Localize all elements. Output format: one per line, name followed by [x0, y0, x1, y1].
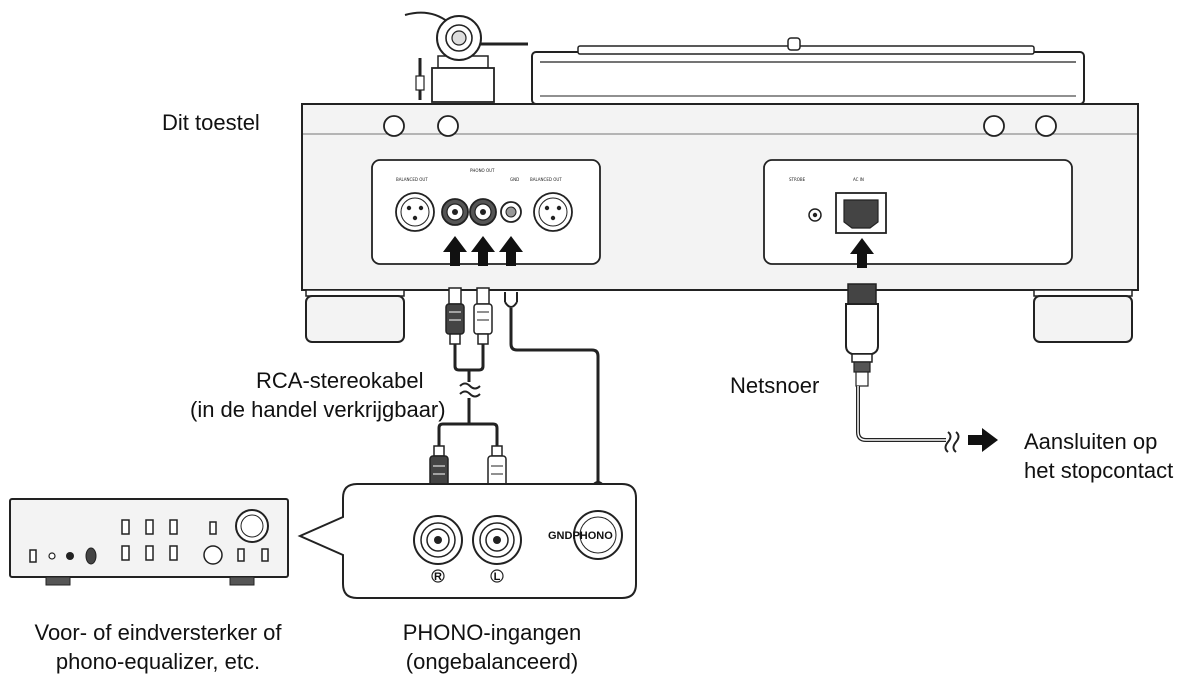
rca-cable-label-line1: RCA-stereokabel — [256, 368, 424, 393]
phono-inputs-label-line2: (ongebalanceerd) — [405, 649, 579, 674]
jack-l-label: L — [494, 571, 501, 583]
rca-plug-top-left — [445, 287, 465, 345]
outlet-arrow-icon — [968, 428, 998, 452]
amplifier-front-controls — [29, 547, 97, 565]
ground-wire — [504, 292, 605, 498]
power-cord-label: Netsnoer — [730, 373, 820, 398]
gnd-label: GND — [510, 177, 519, 182]
outlet-label-line2: het stopcontact — [1024, 458, 1174, 483]
ac-in-label: AC IN — [853, 177, 864, 182]
balanced-out-right-label: BALANCED OUT — [530, 177, 562, 182]
amplifier — [9, 498, 289, 586]
tonearm — [404, 11, 528, 103]
gnd-terminal — [500, 201, 522, 223]
power-cord — [845, 283, 998, 453]
device-label: Dit toestel — [162, 110, 260, 135]
jack-r-label: R — [434, 571, 442, 583]
power-plug — [845, 283, 879, 387]
output-panel: BALANCED OUT PHONO OUT GND BALANCED OUT — [371, 159, 601, 266]
strobe-label: STROBE — [789, 177, 806, 182]
outlet-label-line1: Aansluiten op — [1024, 429, 1158, 454]
phono-jack-r: R — [413, 515, 463, 583]
balanced-out-left-label: BALANCED OUT — [396, 177, 428, 182]
rca-cable-label-line2: (in de handel verkrijgbaar) — [190, 397, 446, 422]
amplifier-switches — [121, 519, 269, 562]
cord-break-mark — [944, 431, 960, 453]
gnd-phono-label: GNDPHONO — [548, 530, 613, 542]
xlr-output-left — [395, 192, 435, 232]
power-arrow-icon — [850, 238, 874, 268]
amplifier-label-line1: Voor- of eindversterker of — [34, 620, 282, 645]
turntable: BALANCED OUT PHONO OUT GND BALANCED OUT — [301, 11, 1139, 343]
phono-gnd-terminal: GNDPHONO — [548, 510, 623, 560]
turntable-platter — [531, 37, 1085, 105]
amplifier-label-line2: phono-equalizer, etc. — [55, 649, 261, 674]
turntable-feet — [305, 289, 1133, 343]
rca-output-right — [469, 198, 497, 226]
rca-cable — [429, 287, 507, 501]
cable-break-mark — [459, 382, 481, 398]
phono-inputs-label-line1: PHONO-ingangen — [402, 620, 582, 645]
ac-inlet — [835, 192, 887, 234]
phono-input-callout: R L GNDPHONO — [297, 483, 637, 599]
xlr-output-right — [533, 192, 573, 232]
phono-jack-l: L — [472, 515, 522, 583]
power-panel: STROBE AC IN — [763, 159, 1073, 268]
phono-out-label: PHONO OUT — [470, 168, 495, 173]
insert-arrow-icons — [443, 236, 523, 266]
rca-plug-top-right — [473, 287, 493, 345]
rca-output-left — [441, 198, 469, 226]
selector-knob — [203, 545, 223, 565]
body-screws — [383, 115, 1057, 137]
